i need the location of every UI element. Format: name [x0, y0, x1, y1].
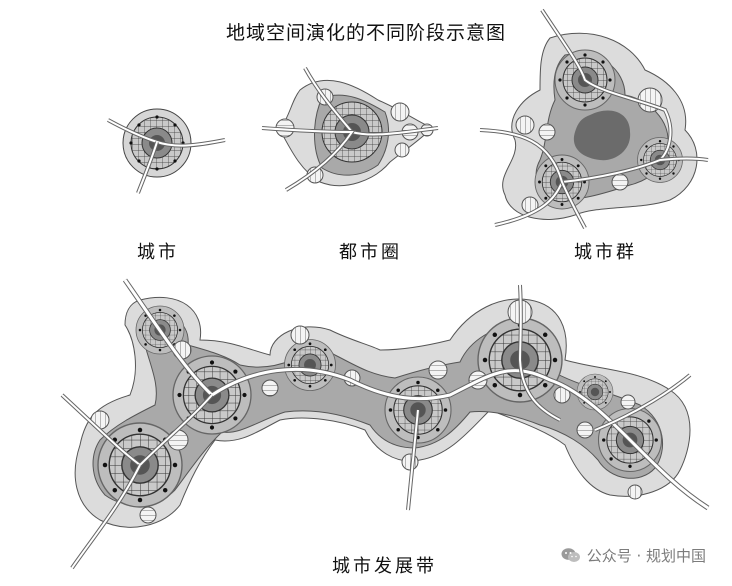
- metropolitan-area-stage-graphic: [261, 67, 439, 192]
- stage-label-city: 城市: [137, 242, 179, 263]
- city-stage-graphic: [107, 108, 226, 194]
- stage-label-metropolitan-area: 都市圈: [339, 242, 402, 263]
- stage-label-urban-agglomeration: 城市群: [574, 242, 637, 263]
- diagram-title: 地域空间演化的不同阶段示意图: [225, 22, 506, 44]
- wechat-icon: [561, 548, 580, 562]
- urban-belt-stage-graphic: [60, 278, 710, 570]
- watermark-text: 公众号 · 规划中国: [586, 547, 706, 565]
- watermark: 公众号 · 规划中国: [561, 545, 706, 566]
- urban-agglomeration-stage-graphic: [479, 8, 709, 229]
- stage-label-urban-belt: 城市发展带: [332, 556, 437, 577]
